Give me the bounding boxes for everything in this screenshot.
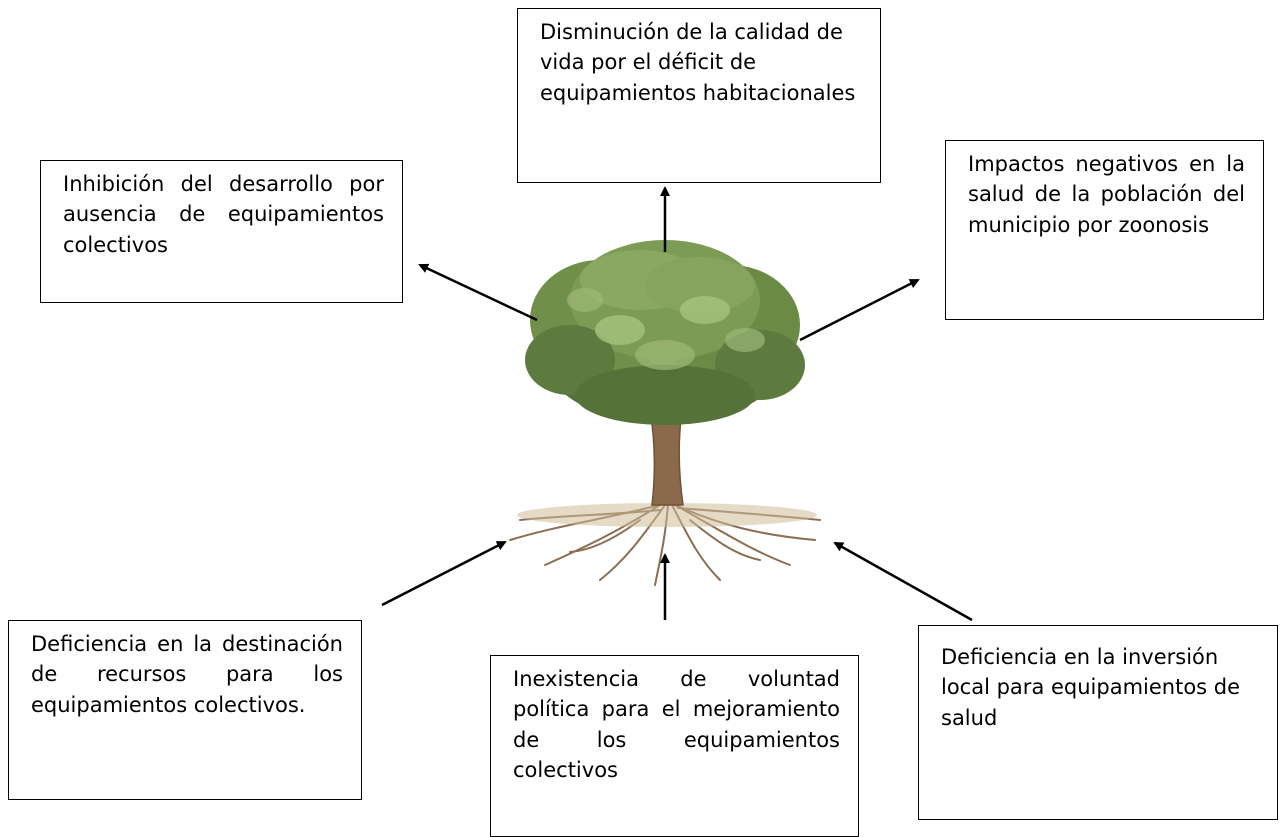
tree-canopy	[525, 240, 805, 425]
arrows	[381, 186, 973, 622]
cause-bottom-middle-text: Inexistencia de voluntad política para e…	[513, 667, 840, 783]
arrow-from-bottom-left-cause	[381, 540, 507, 607]
effect-box-right: Impactos negativos en la salud de la pob…	[945, 140, 1264, 320]
cause-bottom-left-text: Deficiencia en la destinación de recurso…	[31, 632, 343, 717]
effect-box-left: Inhibición del desarrollo por ausencia d…	[40, 160, 403, 303]
effect-left-text: Inhibición del desarrollo por ausencia d…	[63, 172, 384, 257]
effect-right-text: Impactos negativos en la salud de la pob…	[968, 152, 1245, 237]
cause-bottom-right-text: Deficiencia en la inversión local para e…	[941, 645, 1241, 730]
cause-box-bottom-left: Deficiencia en la destinación de recurso…	[8, 620, 362, 800]
tree-ground	[517, 503, 817, 527]
cause-box-bottom-right: Deficiencia en la inversión local para e…	[918, 625, 1278, 820]
cause-box-bottom-middle: Inexistencia de voluntad política para e…	[490, 655, 859, 837]
arrow-from-bottom-right-cause	[833, 541, 973, 622]
effect-top-text: Disminución de la calidad de vida por el…	[540, 20, 856, 105]
tree-illustration	[509, 240, 821, 586]
effect-box-top: Disminución de la calidad de vida por el…	[517, 8, 881, 183]
arrow-to-left-effect	[418, 263, 538, 322]
arrow-to-right-effect	[799, 278, 920, 342]
